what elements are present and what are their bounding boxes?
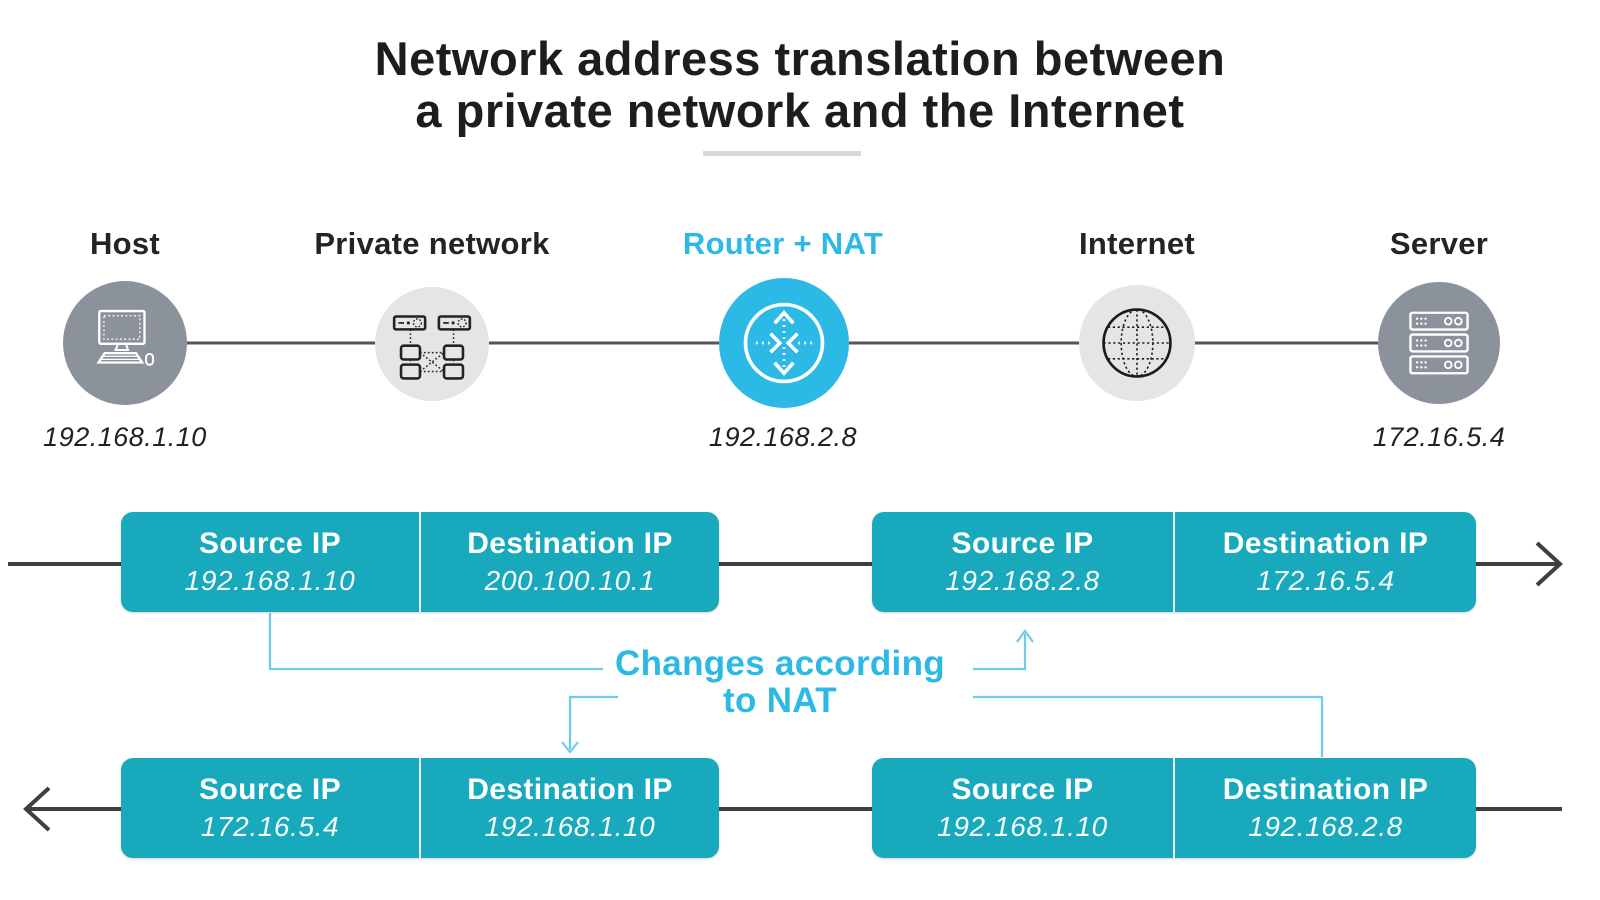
cell-divider [1173, 512, 1175, 612]
destination-ip-cell: Destination IP 192.168.2.8 [1175, 758, 1476, 858]
destination-ip-label: Destination IP [1222, 773, 1429, 806]
page-title: Network address translation between a pr… [0, 33, 1600, 137]
up-arrow-icon [1016, 629, 1034, 643]
computer-icon [96, 309, 155, 366]
cell-divider [419, 512, 421, 612]
router-arrows-icon [743, 302, 825, 384]
annotation-line1: Changes according [615, 644, 945, 683]
router-nat-ip: 192.168.2.8 [708, 422, 858, 452]
router-nat-label: Router + NAT [682, 226, 884, 261]
private-network-label: Private network [314, 226, 550, 261]
source-ip-value: 192.168.1.10 [184, 565, 356, 596]
destination-ip-label: Destination IP [467, 527, 673, 560]
packet-return-before-nat: Source IP 192.168.1.10 Destination IP 19… [872, 758, 1476, 858]
source-ip-cell: Source IP 172.16.5.4 [121, 758, 419, 858]
server-label: Server [1389, 226, 1489, 261]
source-ip-cell: Source IP 192.168.2.8 [872, 512, 1173, 612]
source-ip-label: Source IP [951, 773, 1094, 806]
internet-node [1079, 285, 1195, 401]
page-title-line2: a private network and the Internet [415, 84, 1185, 137]
source-ip-label: Source IP [951, 527, 1094, 560]
server-ip: 172.16.5.4 [1372, 422, 1506, 452]
destination-ip-value: 192.168.1.10 [484, 811, 656, 842]
host-label: Host [89, 226, 161, 261]
source-ip-value: 172.16.5.4 [200, 811, 340, 842]
source-ip-cell: Source IP 192.168.1.10 [872, 758, 1173, 858]
packet-outbound-after-nat: Source IP 192.168.2.8 Destination IP 172… [872, 512, 1476, 612]
nat-change-annotation: Changes according to NAT [530, 645, 1030, 719]
internet-label: Internet [1078, 226, 1196, 261]
lan-devices-icon [392, 315, 472, 380]
source-ip-value: 192.168.2.8 [945, 565, 1100, 596]
source-ip-label: Source IP [199, 527, 341, 560]
private-network-node [375, 287, 489, 401]
server-stack-icon [1409, 311, 1469, 375]
host-node [63, 281, 187, 405]
destination-ip-label: Destination IP [467, 773, 673, 806]
destination-ip-value: 172.16.5.4 [1256, 565, 1395, 596]
destination-ip-cell: Destination IP 200.100.10.1 [421, 512, 719, 612]
server-node [1378, 282, 1500, 404]
left-arrow-icon [23, 786, 51, 832]
down-arrow-icon [561, 741, 579, 754]
destination-ip-value: 192.168.2.8 [1248, 811, 1403, 842]
page-title-line1: Network address translation between [374, 32, 1226, 85]
globe-icon [1102, 308, 1172, 378]
destination-ip-label: Destination IP [1222, 527, 1429, 560]
source-ip-cell: Source IP 192.168.1.10 [121, 512, 419, 612]
packet-return-after-nat: Source IP 172.16.5.4 Destination IP 192.… [121, 758, 719, 858]
cell-divider [1173, 758, 1175, 858]
source-ip-value: 192.168.1.10 [937, 811, 1108, 842]
title-divider [703, 151, 861, 156]
host-ip: 192.168.1.10 [43, 422, 207, 452]
source-ip-label: Source IP [199, 773, 341, 806]
annotation-line2: to NAT [723, 681, 837, 720]
cell-divider [419, 758, 421, 858]
right-arrow-icon [1535, 541, 1563, 587]
destination-ip-value: 200.100.10.1 [484, 565, 656, 596]
destination-ip-cell: Destination IP 192.168.1.10 [421, 758, 719, 858]
packet-outbound-before-nat: Source IP 192.168.1.10 Destination IP 20… [121, 512, 719, 612]
router-nat-node [719, 278, 849, 408]
destination-ip-cell: Destination IP 172.16.5.4 [1175, 512, 1476, 612]
